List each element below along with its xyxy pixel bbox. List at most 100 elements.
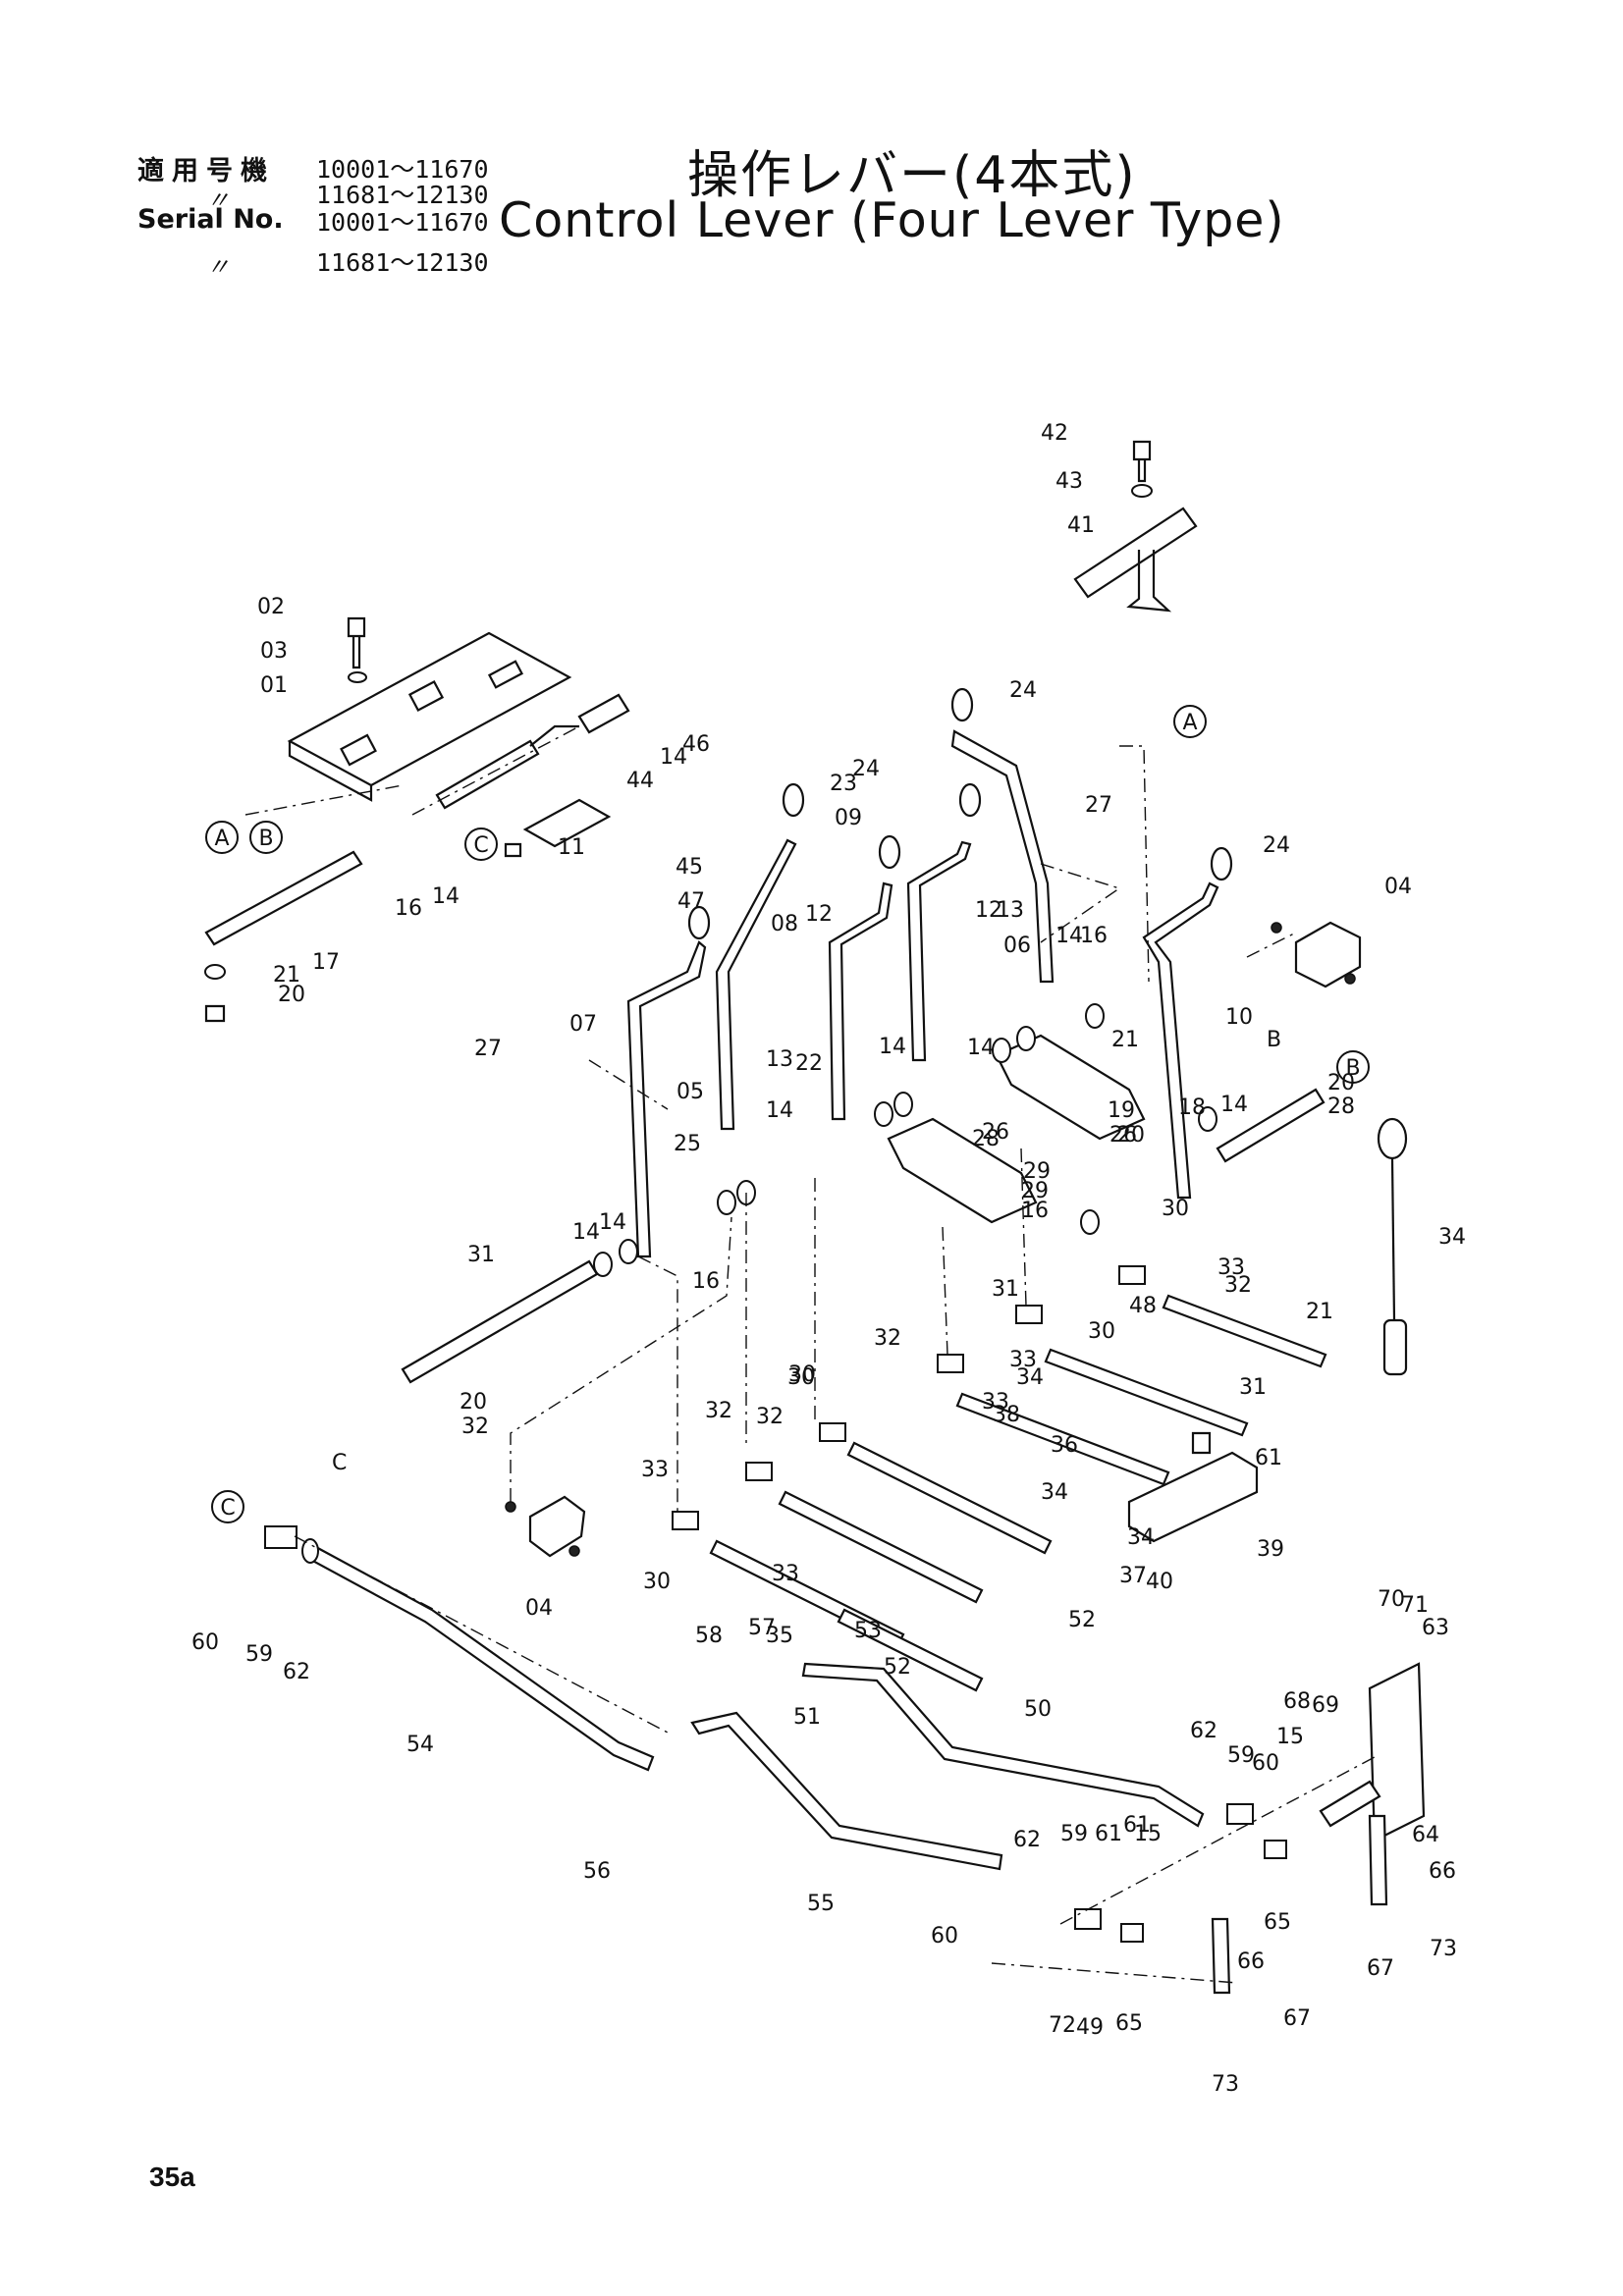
- part-number-29: 29: [1021, 1179, 1049, 1203]
- callout-circle: [1173, 705, 1207, 738]
- part-number-38: 38: [993, 1403, 1020, 1427]
- part-number-60: 60: [931, 1924, 958, 1949]
- part-number-65: 65: [1115, 2011, 1143, 2036]
- part-number-61: 61: [1095, 1822, 1122, 1846]
- part-number-15: 15: [1134, 1822, 1162, 1846]
- lever-06-11: [950, 687, 1055, 984]
- part-number-66: 66: [1429, 1859, 1456, 1884]
- part-number-14: 14: [660, 745, 687, 770]
- part-30-clevises: [672, 1265, 1146, 1530]
- part-number-31: 31: [1239, 1375, 1267, 1400]
- part-number-59: 59: [1227, 1743, 1255, 1768]
- part-number-13: 13: [997, 898, 1024, 923]
- part-number-52: 52: [884, 1655, 911, 1680]
- part-number-46: 46: [682, 732, 710, 757]
- ditto-mark-1: 〃: [206, 187, 230, 214]
- part-number-14: 14: [766, 1098, 793, 1123]
- part-number-71: 71: [1401, 1593, 1429, 1618]
- callout-circle: [1336, 1050, 1370, 1084]
- part-number-30: 30: [1088, 1319, 1115, 1344]
- part-number-31: 31: [992, 1277, 1019, 1302]
- part-number-23: 23: [830, 772, 857, 796]
- part-number-05: 05: [676, 1080, 704, 1104]
- part-number-34: 34: [1016, 1365, 1044, 1390]
- part-63-plate: [1368, 1662, 1426, 1842]
- part-number-24: 24: [1009, 678, 1037, 703]
- part-number-52: 52: [1068, 1608, 1096, 1632]
- part-number-30: 30: [643, 1570, 671, 1594]
- part-number-42: 42: [1041, 421, 1068, 446]
- part-number-70: 70: [1378, 1587, 1405, 1612]
- part-number-18: 18: [1178, 1095, 1206, 1120]
- part-number-57: 57: [748, 1616, 776, 1640]
- part-number-67: 67: [1367, 1956, 1394, 1981]
- part-45-plate: [504, 798, 612, 858]
- part-number-69: 69: [1312, 1693, 1339, 1718]
- part-number-59: 59: [1060, 1822, 1088, 1846]
- part-number-66: 66: [1237, 1949, 1265, 1974]
- part-26-pedals: [887, 1034, 1146, 1224]
- linkage-64-66: [1074, 1780, 1388, 1995]
- callout-letter: B: [258, 827, 273, 851]
- shaft-bushings: [593, 1003, 1217, 1277]
- callout-letter: B: [1345, 1056, 1360, 1081]
- part-number-50: 50: [1024, 1697, 1052, 1722]
- callout-circle: [211, 1490, 244, 1523]
- lever-05-11: [715, 782, 805, 1131]
- part-59-block-left: [264, 1525, 319, 1564]
- part-number-48: 48: [1129, 1294, 1157, 1318]
- part-number-12: 12: [975, 898, 1002, 923]
- part-number-14: 14: [432, 884, 460, 909]
- serial-range-2: 11681～12130: [316, 181, 489, 209]
- part-number-37: 37: [1119, 1564, 1147, 1588]
- serial-no-label: Serial No.: [137, 204, 284, 235]
- part-number-20: 20: [460, 1390, 487, 1415]
- part-number-20: 20: [1327, 1071, 1355, 1095]
- part-number-32: 32: [461, 1415, 489, 1439]
- part-04-valve-upper: [1271, 921, 1362, 988]
- dashed-lines: [244, 725, 1376, 1984]
- part-number-73: 73: [1212, 2072, 1239, 2097]
- part-number-14: 14: [572, 1220, 600, 1245]
- part-number-62: 62: [1013, 1828, 1041, 1852]
- part-number-10: 10: [1225, 1005, 1253, 1030]
- part-number-39: 39: [1257, 1537, 1284, 1562]
- part-number-16: 16: [692, 1269, 720, 1294]
- part-number-14: 14: [879, 1035, 906, 1059]
- part-number-13: 13: [766, 1047, 793, 1072]
- callout-letter: C: [220, 1496, 235, 1521]
- part-number-25: 25: [674, 1132, 701, 1156]
- part-number-54: 54: [406, 1733, 434, 1757]
- part-number-07: 07: [569, 1012, 597, 1037]
- part-number-11: 11: [558, 835, 585, 860]
- ditto-mark-2: 〃: [206, 253, 230, 281]
- part-number-20: 20: [1117, 1123, 1145, 1148]
- part-number-60: 60: [1252, 1751, 1279, 1776]
- part-number-33: 33: [1009, 1348, 1037, 1372]
- part-number-67: 67: [1283, 2006, 1311, 2031]
- part-number-16: 16: [395, 896, 422, 921]
- callout-circle: [464, 828, 498, 861]
- part-17-rod: [204, 850, 363, 946]
- part-04-valve-lower: [505, 1495, 586, 1558]
- part-number-56: 56: [583, 1859, 611, 1884]
- part-number-15: 15: [1276, 1725, 1304, 1749]
- part-41-handle: [1073, 440, 1198, 613]
- part-number-34: 34: [1127, 1525, 1155, 1550]
- part-number-04: 04: [525, 1596, 553, 1621]
- part-number-33: 33: [1217, 1255, 1245, 1280]
- part-number-72: 72: [1049, 2013, 1076, 2038]
- part-number-04: 04: [1384, 875, 1412, 899]
- lever-09: [906, 782, 982, 1062]
- part-number-58: 58: [695, 1624, 723, 1648]
- part-number-35: 35: [766, 1624, 793, 1648]
- part-number-33: 33: [772, 1562, 799, 1586]
- part-number-22: 22: [795, 1051, 823, 1076]
- part-number-30: 30: [787, 1365, 815, 1390]
- lever-08: [828, 834, 901, 1121]
- part-number-33: 33: [982, 1390, 1009, 1415]
- part-number-33: 33: [641, 1458, 669, 1482]
- part-54-rod: [305, 1544, 655, 1772]
- part-number-45: 45: [676, 855, 703, 880]
